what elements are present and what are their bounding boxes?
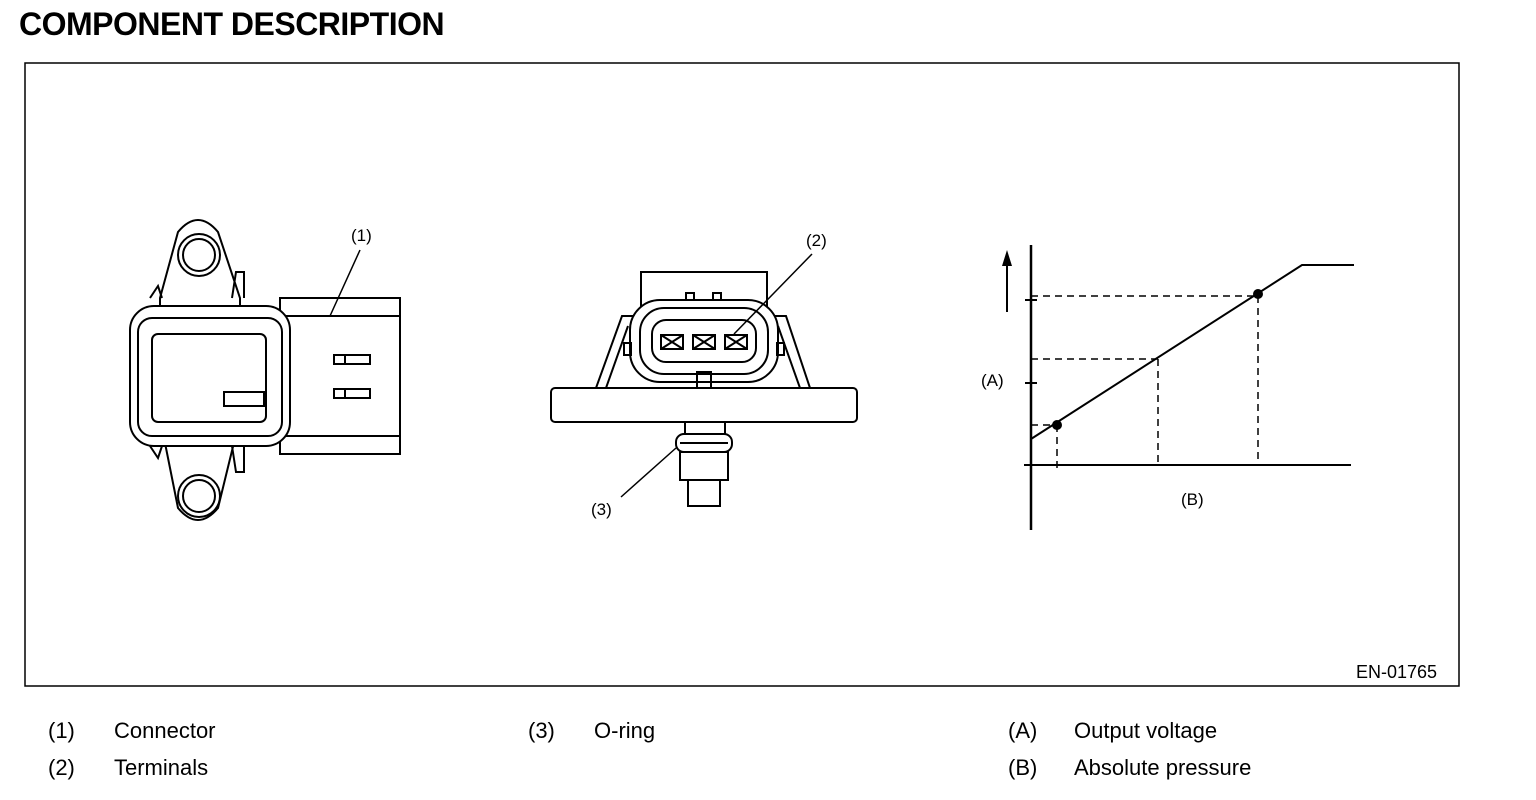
point-high — [1253, 289, 1263, 299]
legend-number: (B) — [1008, 755, 1038, 780]
leader-line-o-ring — [620, 447, 677, 498]
legend-number: (A) — [1008, 718, 1038, 743]
legend-label: Terminals — [114, 755, 209, 780]
legend-label: Connector — [114, 718, 216, 743]
legend-item: (3) O-ring — [528, 712, 655, 749]
leader-line-terminals — [733, 253, 813, 335]
legend-column-1: (1) Connector (2) Terminals — [48, 712, 216, 786]
leader-line-connector — [329, 249, 361, 317]
page-title: COMPONENT DESCRIPTION — [19, 6, 445, 42]
axis-label-absolute-pressure: (B) — [1181, 490, 1204, 509]
axis-label-output-voltage: (A) — [981, 371, 1004, 390]
legend-item: (2) Terminals — [48, 749, 216, 786]
legend-number: (2) — [48, 755, 75, 780]
characteristic-line — [1030, 264, 1354, 440]
legend-item: (A) Output voltage — [1008, 712, 1251, 749]
figure-frame — [24, 62, 1460, 687]
characteristic-graph — [1002, 245, 1354, 530]
legend-label: O-ring — [594, 718, 656, 743]
legend-number: (3) — [528, 718, 555, 743]
legend-column-2: (3) O-ring — [528, 712, 655, 749]
sensor-front-view — [550, 271, 858, 507]
callout-connector: (1) — [351, 226, 372, 245]
legend-column-3: (A) Output voltage (B) Absolute pressure — [1008, 712, 1251, 786]
legend-label: Output voltage — [1074, 718, 1218, 743]
point-low — [1052, 420, 1062, 430]
legend-item: (1) Connector — [48, 712, 216, 749]
legend-label: Absolute pressure — [1074, 755, 1252, 780]
sensor-top-view — [129, 219, 401, 521]
callout-terminals: (2) — [806, 231, 827, 250]
callout-o-ring: (3) — [591, 500, 612, 519]
legend-number: (1) — [48, 718, 75, 743]
figure-code: EN-01765 — [1356, 662, 1437, 682]
legend-item: (B) Absolute pressure — [1008, 749, 1251, 786]
